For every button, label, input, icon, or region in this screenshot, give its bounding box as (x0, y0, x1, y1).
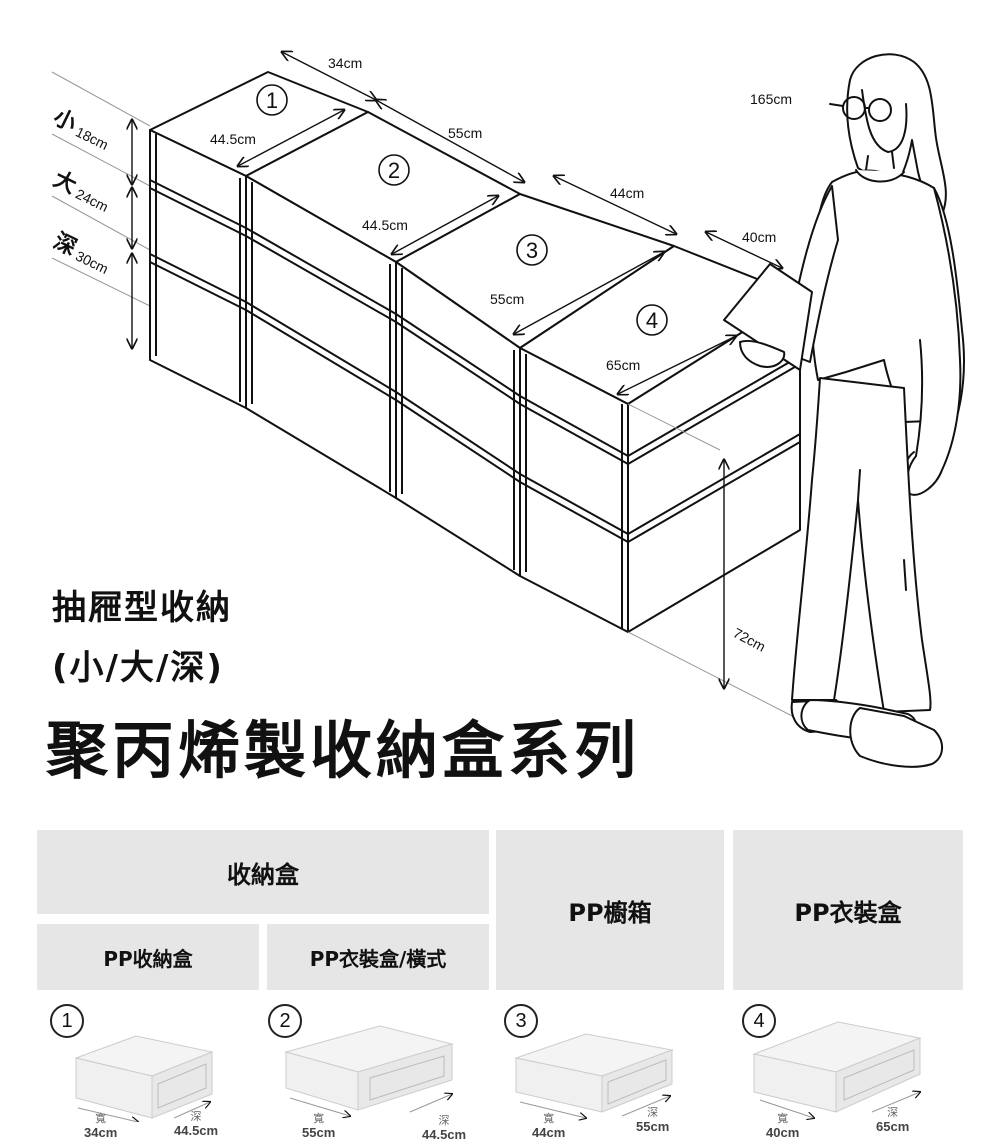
dim-box4-width: 40cm (742, 229, 776, 245)
dim-arrow-box1-depth (238, 110, 344, 166)
dim-box3-width: 44cm (610, 185, 644, 201)
box-number-3: 3 (516, 234, 548, 266)
dim-arrow-box3-width (554, 176, 676, 234)
header-pp-drawer: PP櫥箱 (496, 830, 724, 990)
svg-text:30cm: 30cm (73, 248, 111, 277)
dim-box4-depth: 65cm (606, 357, 640, 373)
storage-illustration: 小 18cm 大 24cm 深 30cm (49, 0, 965, 768)
header-storage-box: 收納盒 (37, 830, 489, 914)
item-number-1: 1 (50, 1004, 84, 1038)
box-number-1: 1 (256, 84, 288, 116)
side-label-large: 大 24cm (49, 167, 111, 215)
dim-arrow-box4-width (706, 232, 782, 268)
dim-person-height: 165cm (750, 91, 792, 107)
item-number-3: 3 (504, 1004, 538, 1038)
svg-text:2: 2 (388, 158, 400, 183)
header-pp-clothes-horizontal: PP衣裝盒/橫式 (267, 924, 489, 990)
pp-drawer-image (514, 1033, 674, 1122)
floor-lines (627, 403, 801, 721)
dim-box3-depth: 55cm (490, 291, 524, 307)
dim-arrow-box4-depth (618, 336, 736, 394)
side-label-small: 小 18cm (49, 105, 111, 153)
page-title: 聚丙烯製收納盒系列 (46, 714, 641, 787)
dim-arrow-box3-depth (514, 252, 664, 334)
svg-text:1: 1 (266, 88, 278, 113)
subtitle-sizes: (小/大/深) (52, 648, 224, 688)
dim-box1-width: 34cm (328, 55, 362, 71)
item-number-2: 2 (268, 1004, 302, 1038)
pp-box-1-image (74, 1035, 214, 1122)
person-figure (723, 53, 965, 768)
dim-arrow-box2-width (376, 100, 524, 182)
box-number-2: 2 (378, 154, 410, 186)
pp-clothes-box-image (752, 1021, 928, 1122)
pp-clothes-horizontal-image (284, 1025, 460, 1120)
box-number-4: 4 (636, 304, 668, 336)
dim-box2-depth: 44.5cm (362, 217, 408, 233)
svg-text:3: 3 (526, 238, 538, 263)
dim-box2-width: 55cm (448, 125, 482, 141)
dim-arrow-box1-width (282, 52, 376, 100)
dim-arrow-box2-depth (392, 196, 498, 254)
dim-box1-depth: 44.5cm (210, 131, 256, 147)
item-number-4: 4 (742, 1004, 776, 1038)
header-pp-clothes-box: PP衣裝盒 (733, 830, 963, 990)
side-label-deep: 深 30cm (49, 229, 111, 277)
svg-text:4: 4 (646, 308, 658, 333)
header-pp-storage-box: PP收納盒 (37, 924, 259, 990)
dim-stack-height: 72cm (731, 625, 769, 655)
subtitle-drawer-type: 抽屜型收納 (52, 588, 232, 628)
